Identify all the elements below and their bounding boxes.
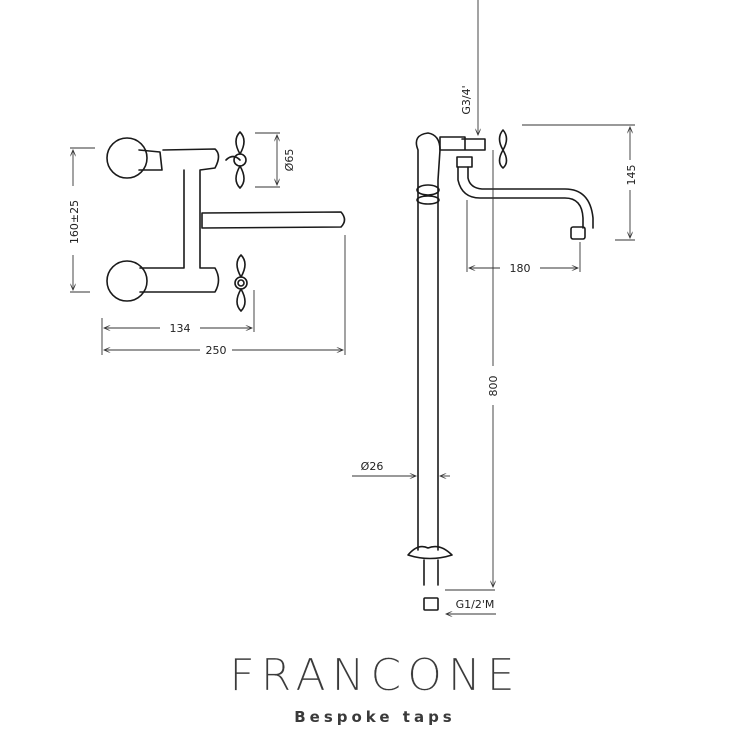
dim-height-label: 160±25 xyxy=(68,200,81,244)
tap-body xyxy=(138,148,220,293)
dim-pipe-height-label: 800 xyxy=(487,376,500,397)
floor-connector xyxy=(423,597,439,611)
dim-handle-diameter-label: Ø65 xyxy=(283,149,296,172)
dim-thread-bottom-label: G1/2'M xyxy=(456,598,495,611)
swivel-spout xyxy=(457,166,594,229)
dim-pipe-diameter-label: Ø26 xyxy=(361,460,384,473)
brand-tagline: Bespoke taps xyxy=(294,708,456,726)
floor-flange xyxy=(407,545,453,586)
aerator xyxy=(570,226,586,240)
lower-wall-flange xyxy=(106,260,148,302)
dim-total-width-label: 250 xyxy=(206,344,227,357)
dim-thread-top-label: G3/4' xyxy=(460,85,473,114)
dim-spout-reach-label: 180 xyxy=(510,262,531,275)
upper-wall-flange xyxy=(106,137,148,179)
valve-body xyxy=(439,136,486,151)
spout xyxy=(201,211,346,229)
dim-centre-width-label: 134 xyxy=(170,322,191,335)
side-cross-handle xyxy=(498,129,508,169)
brand-logo-name: FRANCONE xyxy=(229,650,521,701)
dim-spout-height-label: 145 xyxy=(625,165,638,186)
front-view: 160±25 Ø65 134 250 xyxy=(68,131,346,357)
upper-cross-handle xyxy=(225,131,247,189)
lower-cross-handle xyxy=(234,254,248,312)
side-view: G3/4' 145 180 800 Ø26 G1/2'M xyxy=(352,0,638,614)
